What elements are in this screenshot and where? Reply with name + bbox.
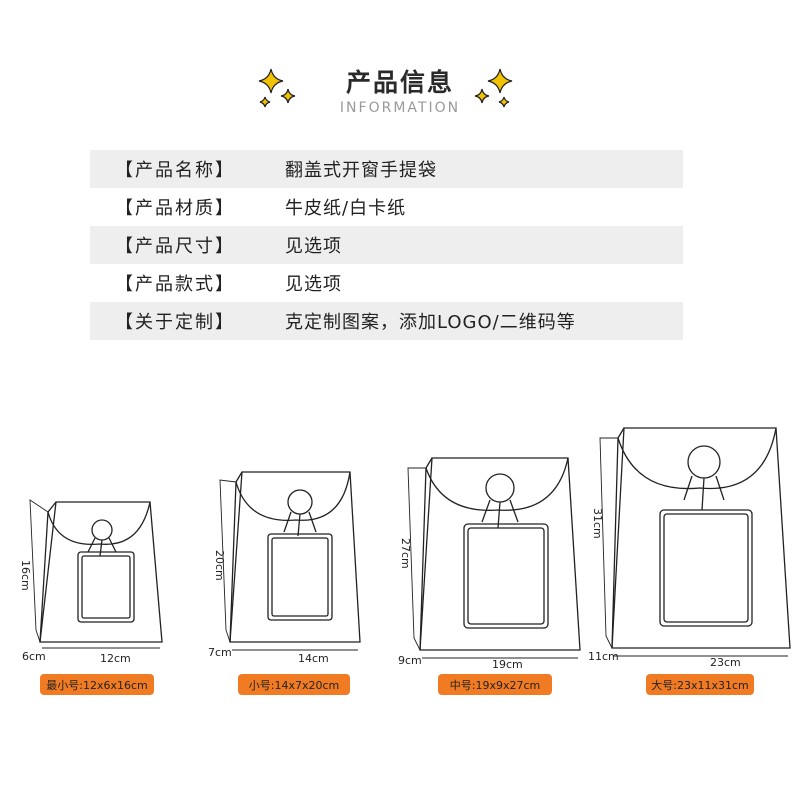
bag-height-label: 31cm [591,508,604,539]
info-label: 【产品款式】 [115,274,235,295]
info-row-name: 【产品名称】 翻盖式开窗手提袋 [90,150,683,188]
bag-height-label: 20cm [213,550,226,581]
bag-height-label: 27cm [399,538,412,569]
bag-width-label: 12cm [100,652,131,665]
sparkle-icon-left [258,68,296,108]
info-value: 见选项 [285,236,342,257]
info-value: 见选项 [285,274,342,295]
bag-illustration-xs [29,499,163,649]
info-label: 【产品尺寸】 [115,236,235,257]
info-row-size: 【产品尺寸】 见选项 [90,226,683,264]
bag-width-label: 19cm [492,658,523,671]
bag-width-label: 23cm [710,656,741,669]
bag-illustration-l [599,427,791,657]
info-label: 【关于定制】 [115,312,235,333]
bag-depth-label: 6cm [22,650,46,663]
bag-drawings [29,427,791,659]
info-row-custom: 【关于定制】 克定制图案，添加LOGO/二维码等 [90,302,683,340]
page-title: 产品信息 [345,68,454,97]
info-label: 【产品材质】 [115,198,235,219]
info-label: 【产品名称】 [115,160,235,181]
page-subtitle: INFORMATION [339,100,461,116]
info-row-material: 【产品材质】 牛皮纸/白卡纸 [90,188,683,226]
bag-width-label: 14cm [298,652,329,665]
product-info-table: 【产品名称】 翻盖式开窗手提袋 【产品材质】 牛皮纸/白卡纸 【产品尺寸】 见选… [90,150,683,340]
bag-size-illustrations: 16cm 6cm 12cm 20cm 7cm 14cm 27cm 9cm 19c… [0,410,800,710]
info-value: 牛皮纸/白卡纸 [285,198,407,219]
info-row-style: 【产品款式】 见选项 [90,264,683,302]
info-value: 克定制图案，添加LOGO/二维码等 [285,312,576,333]
sparkle-icon-right [474,68,513,108]
info-value: 翻盖式开窗手提袋 [285,160,437,181]
info-header: 产品信息 INFORMATION [0,55,800,125]
bag-depth-label: 9cm [398,654,422,667]
bag-height-label: 16cm [19,560,32,591]
size-tag: 中号:19x9x27cm [438,674,552,695]
bag-depth-label: 11cm [588,650,619,663]
size-tag: 大号:23x11x31cm [646,674,754,695]
bag-depth-label: 7cm [208,646,232,659]
bag-illustration-m [407,457,581,659]
bag-illustration-s [219,471,361,651]
size-tag: 最小号:12x6x16cm [40,674,154,695]
size-tag: 小号:14x7x20cm [238,674,350,695]
